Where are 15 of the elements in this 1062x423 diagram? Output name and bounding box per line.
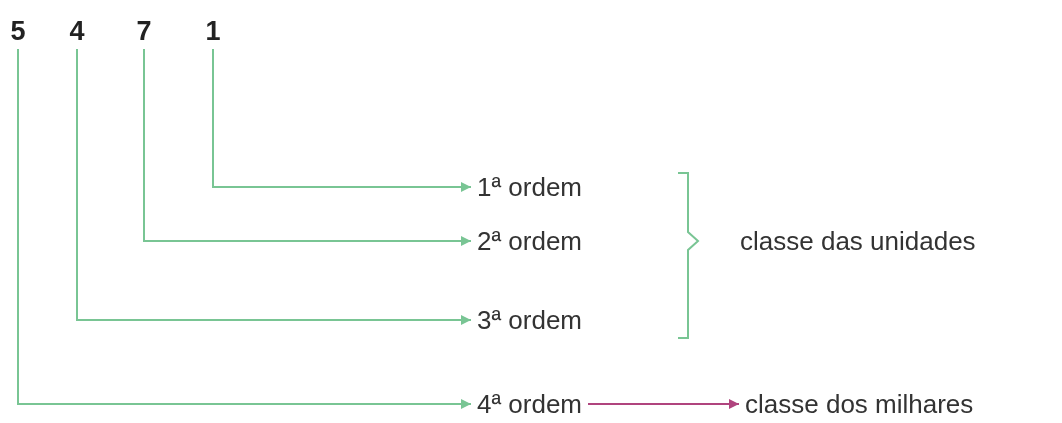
place-value-label: classe das unidades <box>740 228 976 254</box>
arrow <box>76 48 472 325</box>
place-value-label: classe dos milhares <box>745 391 974 417</box>
digit-label: 1 <box>205 18 221 45</box>
arrow <box>212 48 472 192</box>
arrow <box>143 48 472 246</box>
digit-label: 4 <box>69 18 85 45</box>
place-value-label: 3ª ordem <box>477 307 582 333</box>
place-value-label: 1ª ordem <box>477 174 582 200</box>
digit-label: 7 <box>136 18 152 45</box>
place-value-label: 2ª ordem <box>477 228 582 254</box>
place-value-label: 4ª ordem <box>477 391 582 417</box>
digit-label: 5 <box>10 18 26 45</box>
arrow <box>587 399 740 409</box>
arrow <box>17 48 472 409</box>
